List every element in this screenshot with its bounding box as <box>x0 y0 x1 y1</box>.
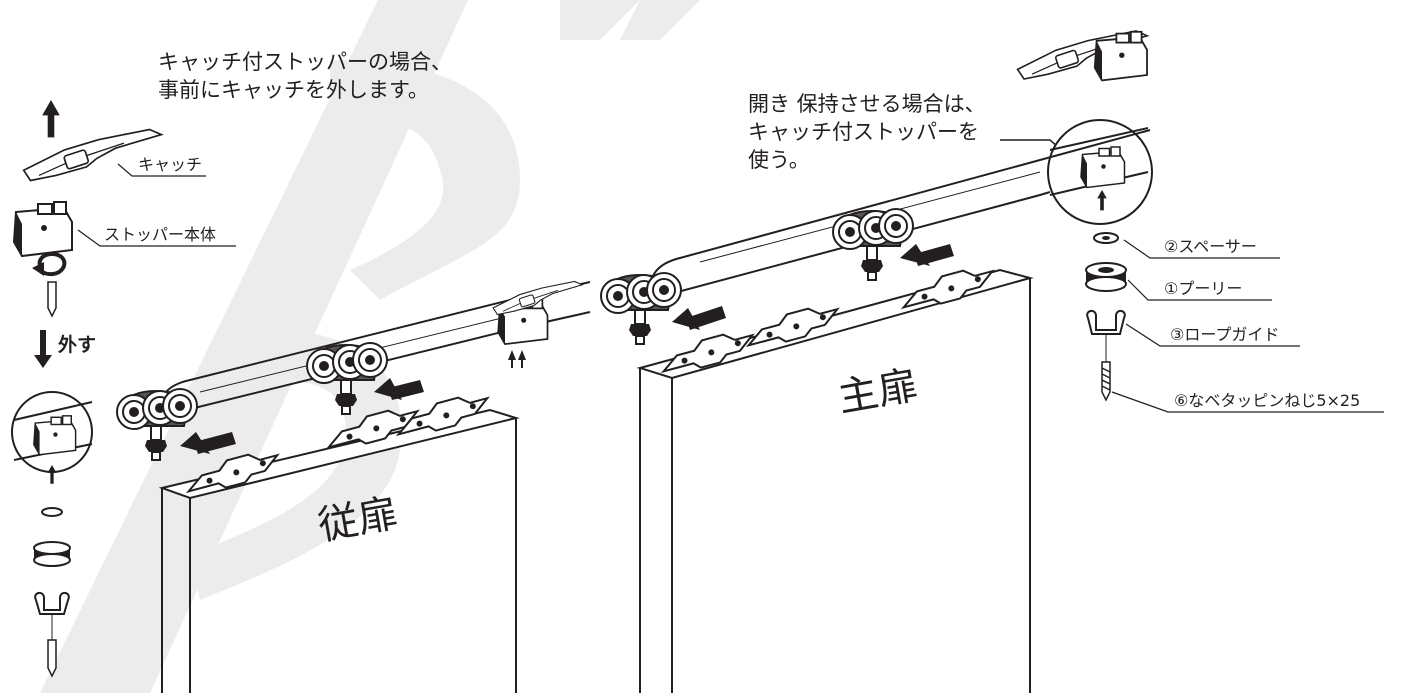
part-label-screw: ⑥なベタッピンねじ5×25 <box>1174 391 1361 410</box>
detail-circle-right <box>1047 119 1153 225</box>
catch-instruction-note: キャッチ付ストッパーの場合、 事前にキャッチを外します。 <box>158 50 452 102</box>
hold-open-instruction-note: 開き 保持させる場合は、 キャッチ付ストッパーを 使う。 <box>748 92 986 172</box>
stopper-body-label: ストッパー本体 <box>104 225 217 244</box>
part-label-pulley: ①プーリー <box>1164 279 1243 298</box>
parts-stack-right <box>1085 232 1384 413</box>
part-label-spacer: ②スペーサー <box>1164 237 1257 256</box>
secondary-door-drawing <box>117 280 591 693</box>
catch-stopper-icon <box>1016 30 1148 82</box>
main-door-drawing <box>601 129 1151 693</box>
catch-label: キャッチ <box>138 155 203 174</box>
part-label-rope-guide: ③ロープガイド <box>1170 325 1280 344</box>
left-parts-drawing <box>11 100 236 678</box>
remove-label: 外す <box>58 334 97 356</box>
